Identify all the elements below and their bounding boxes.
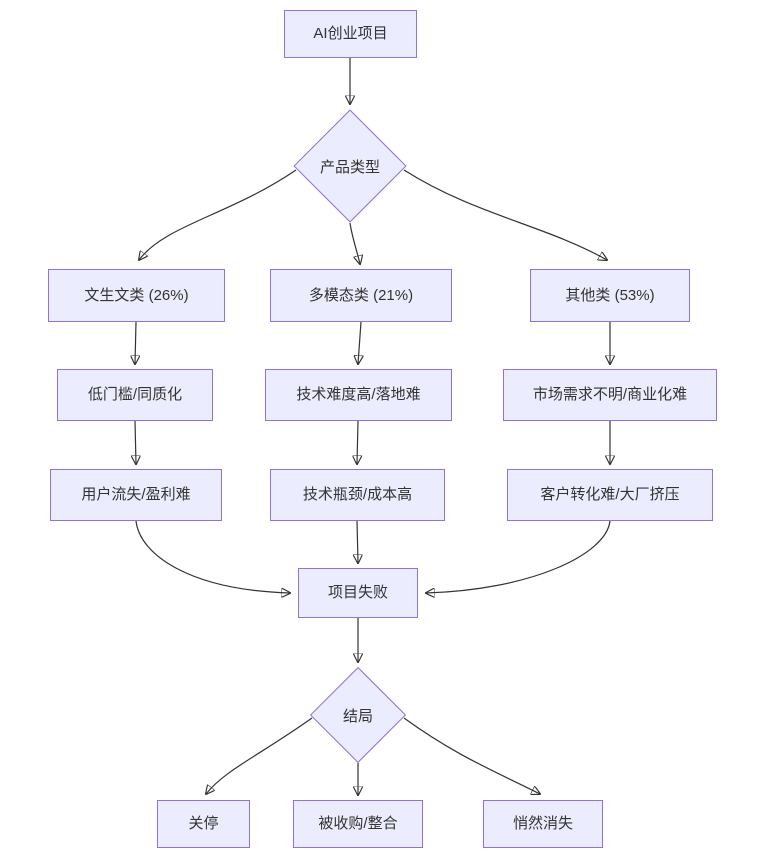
edge-text-gen-issue1 bbox=[135, 321, 136, 364]
node-shutdown: 关停 bbox=[157, 800, 250, 848]
edge-text-gen-issue2 bbox=[135, 420, 136, 464]
node-text-gen-category: 文生文类 (26%) bbox=[48, 269, 225, 322]
node-multimodal-issue1: 技术难度高/落地难 bbox=[265, 369, 452, 421]
node-project-failure: 项目失败 bbox=[298, 568, 418, 618]
node-ai-startup-project: AI创业项目 bbox=[284, 10, 417, 58]
edge-text-gen-failure bbox=[135, 520, 290, 593]
edge-multimodal-failure bbox=[357, 520, 358, 563]
node-text-gen-issue1: 低门槛/同质化 bbox=[57, 369, 213, 421]
edge-product-type-other bbox=[403, 169, 607, 260]
decision-product-type: 产品类型 bbox=[293, 109, 407, 223]
node-other-issue2: 客户转化难/大厂挤压 bbox=[507, 469, 713, 521]
edge-outcome-shutdown bbox=[206, 717, 313, 794]
node-other-issue1: 市场需求不明/商业化难 bbox=[503, 369, 717, 421]
edge-multimodal-issue1 bbox=[358, 321, 361, 364]
edge-multimodal-issue2 bbox=[357, 420, 358, 464]
node-acquired-merged: 被收购/整合 bbox=[293, 800, 423, 848]
edge-product-type-text-gen bbox=[139, 169, 297, 260]
decision-label: 结局 bbox=[342, 707, 373, 725]
node-multimodal-issue2: 技术瓶颈/成本高 bbox=[270, 469, 445, 521]
edge-other-failure bbox=[426, 520, 611, 593]
node-other-category: 其他类 (53%) bbox=[530, 269, 690, 322]
node-text-gen-issue2: 用户流失/盈利难 bbox=[50, 469, 222, 521]
edge-outcome-vanish bbox=[403, 717, 540, 794]
node-multimodal-category: 多模态类 (21%) bbox=[270, 269, 452, 322]
decision-label: 产品类型 bbox=[319, 158, 380, 176]
decision-outcome: 结局 bbox=[309, 666, 407, 764]
node-quietly-vanish: 悄然消失 bbox=[483, 800, 603, 848]
edge-product-type-multimodal bbox=[349, 222, 360, 264]
